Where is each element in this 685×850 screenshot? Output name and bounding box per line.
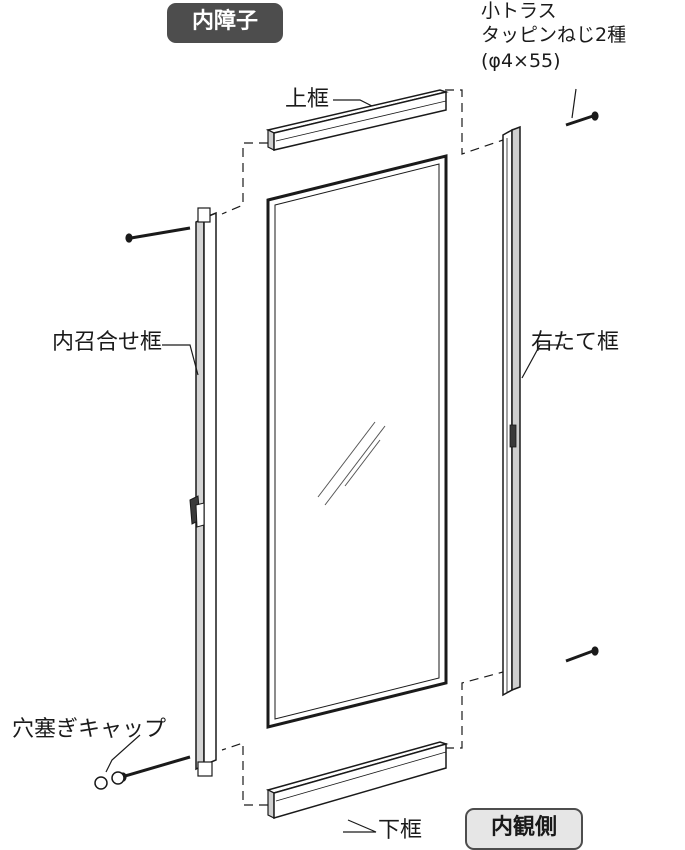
screw-left-bottom [119, 755, 191, 782]
left-meeting-frame-label: 内召合せ框 [52, 330, 163, 355]
screw-right-bottom [565, 646, 599, 663]
top-frame-part [265, 89, 449, 151]
hole-cap-1 [94, 776, 108, 790]
bottom-frame-part [265, 741, 449, 819]
leader-lines [105, 88, 577, 833]
bottom-frame-label: 下框 [378, 818, 423, 843]
screws [119, 111, 599, 782]
hole-cap-label: 穴塞ぎキャップ [12, 717, 167, 742]
hole-caps [94, 771, 125, 790]
left-meeting-frame-part [189, 207, 217, 777]
screw-note-line-1: 小トラス [481, 0, 557, 22]
top-frame-label: 上框 [285, 87, 330, 112]
screw-left-top [125, 226, 191, 243]
screw-note-line-3: (φ4×55) [481, 50, 561, 72]
right-frame-label: 右たて框 [531, 330, 620, 355]
screw-note-line-2: タッピンねじ2種 [481, 24, 627, 46]
assembly-guide-lines [221, 89, 504, 806]
screw-right-top [565, 111, 599, 127]
title-badge: 内障子 [167, 3, 283, 43]
hole-cap-2 [111, 771, 125, 785]
view-side-badge: 内観側 [465, 808, 583, 850]
right-frame-part [502, 125, 521, 697]
glass-panel [266, 154, 448, 729]
